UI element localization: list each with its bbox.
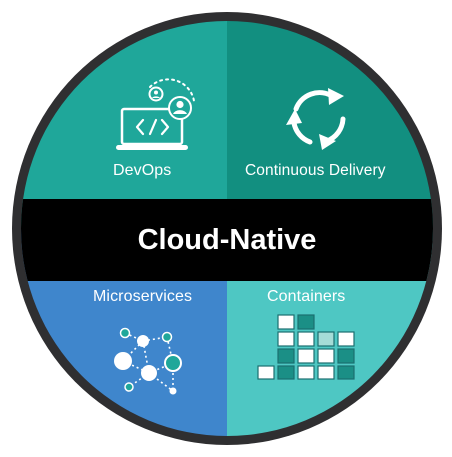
quadrant-label-containers: Containers <box>267 287 346 305</box>
quadrant-label-devops: DevOps <box>113 162 172 179</box>
stacked-blocks-icon <box>257 313 355 380</box>
center-title: Cloud-Native <box>137 224 317 256</box>
quadrant-label-continuous-delivery: Continuous Delivery <box>245 162 386 179</box>
node-network-icon <box>114 327 182 394</box>
laptop-code-user-icon <box>116 78 195 150</box>
quadrant-disc: DevOps Continuous Delivery <box>21 21 433 436</box>
quadrant-label-microservices: Microservices <box>93 287 193 305</box>
quadrant-devops: DevOps <box>21 21 227 229</box>
cycle-arrows-icon <box>286 88 346 150</box>
center-band: Cloud-Native <box>21 199 433 281</box>
quadrant-continuous-delivery: Continuous Delivery <box>227 21 433 229</box>
